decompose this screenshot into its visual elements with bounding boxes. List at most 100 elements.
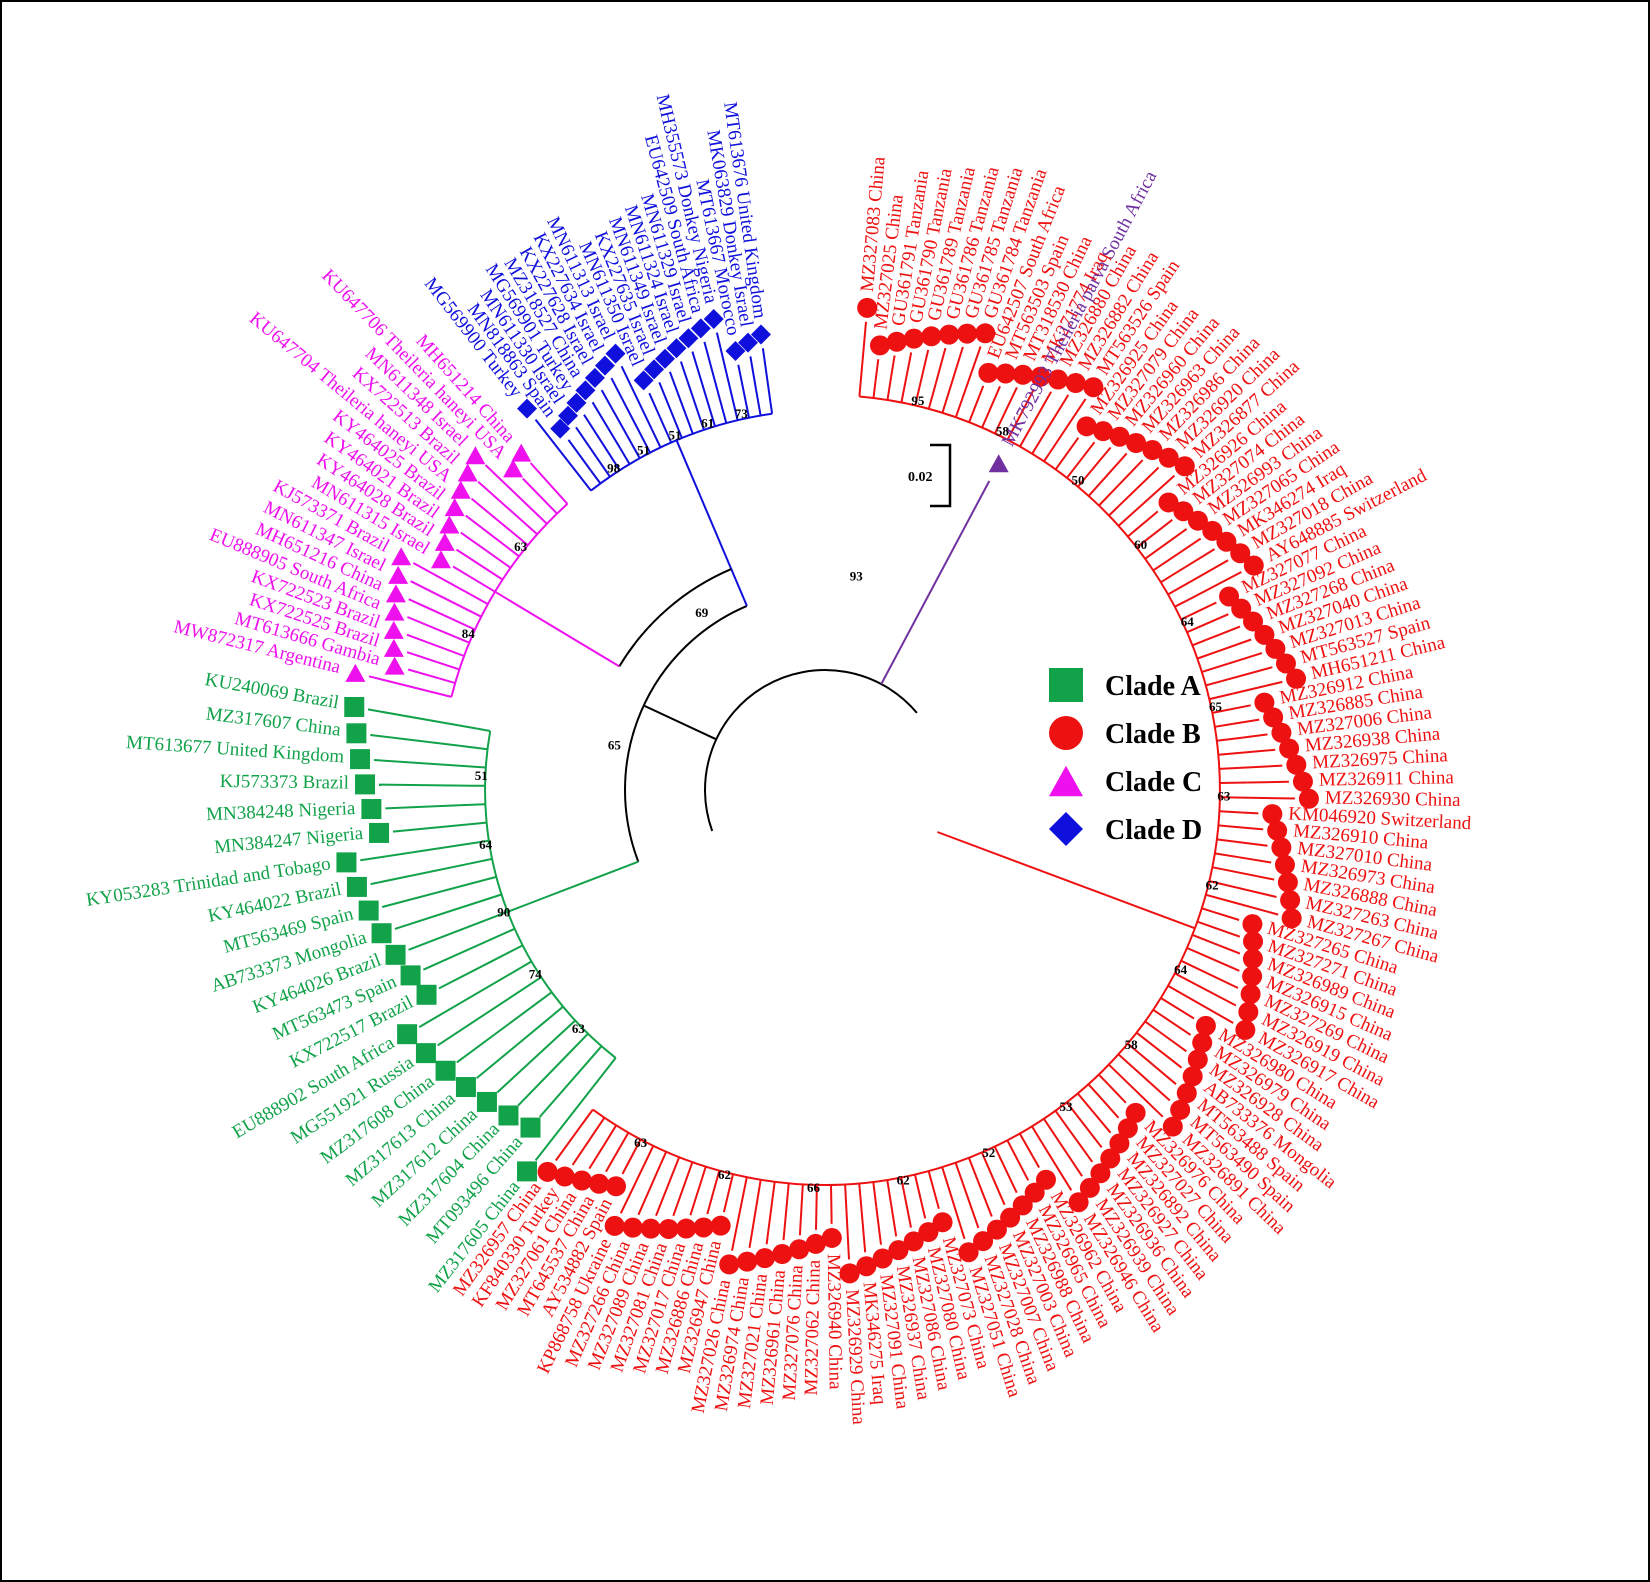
clade-b-marker bbox=[1235, 1019, 1256, 1040]
tip-branch bbox=[722, 1191, 730, 1213]
clade-b-marker bbox=[888, 1240, 909, 1261]
clade-b-marker bbox=[1280, 890, 1301, 911]
clade-b-marker bbox=[1279, 738, 1300, 759]
clade-b-stem bbox=[1105, 894, 1196, 930]
clade-b-marker bbox=[1024, 1182, 1045, 1203]
clade-b-marker bbox=[1216, 531, 1237, 552]
tip-branch bbox=[1219, 810, 1242, 814]
clade-a-stem bbox=[507, 896, 546, 913]
bootstrap-value: 64 bbox=[479, 837, 493, 852]
tip-branch bbox=[1222, 868, 1275, 881]
clade-d-marker bbox=[690, 318, 711, 339]
clade-d-marker bbox=[517, 398, 538, 419]
tip-branch bbox=[1160, 997, 1195, 1020]
tip-branch bbox=[436, 660, 460, 671]
tip-branch bbox=[470, 576, 496, 593]
bootstrap-value: 63 bbox=[572, 1021, 586, 1036]
clade-c-root-branch bbox=[567, 634, 620, 668]
clade-b-marker bbox=[1192, 1032, 1213, 1053]
tip-branch bbox=[1031, 1155, 1040, 1168]
tip-branch bbox=[439, 677, 456, 685]
tip-branch bbox=[1161, 537, 1202, 566]
legend-label: Clade A bbox=[1105, 671, 1201, 702]
tip-branch bbox=[1239, 764, 1283, 769]
tip-branch bbox=[844, 1184, 850, 1260]
tip-branch bbox=[1214, 852, 1239, 859]
tip-branch bbox=[476, 1017, 550, 1079]
tip-branch bbox=[438, 957, 499, 990]
bootstrap-value: 63 bbox=[1217, 789, 1231, 804]
tip-branch bbox=[1160, 571, 1177, 584]
clade-b-marker bbox=[1173, 501, 1194, 522]
clade-d-marker bbox=[584, 367, 605, 388]
tip-branch bbox=[1043, 452, 1051, 462]
tip-branch bbox=[890, 355, 896, 377]
clade-b-marker bbox=[1292, 771, 1313, 792]
tip-branch bbox=[1068, 1129, 1094, 1163]
tip-branch bbox=[900, 1177, 905, 1188]
tip-branch bbox=[1019, 391, 1052, 447]
clade-b-marker bbox=[589, 1173, 610, 1194]
clade-b-marker bbox=[921, 326, 942, 347]
clade-b-marker bbox=[1158, 492, 1179, 513]
tip-branch bbox=[1043, 1118, 1083, 1177]
legend-triangle-icon bbox=[1049, 765, 1083, 797]
bootstrap-value: 62 bbox=[718, 1167, 731, 1182]
tip-branch bbox=[1180, 959, 1239, 989]
tip-branch bbox=[668, 371, 687, 414]
tip-branch bbox=[941, 1166, 946, 1176]
tip-branch bbox=[1205, 680, 1222, 687]
tip-branch bbox=[1107, 1084, 1127, 1104]
tip-branch bbox=[886, 1179, 898, 1237]
tip-branch bbox=[1136, 536, 1151, 549]
clade-b-marker bbox=[903, 328, 924, 349]
tip-branch bbox=[476, 727, 491, 732]
clade-b-marker bbox=[1109, 1133, 1130, 1154]
tip-branch bbox=[1219, 796, 1295, 800]
tip-branch bbox=[1219, 781, 1248, 784]
clade-a-marker bbox=[358, 900, 379, 921]
tip-branch bbox=[522, 477, 558, 515]
clade-d-marker bbox=[703, 308, 724, 329]
clade-b-marker bbox=[1109, 426, 1130, 447]
tip-branch bbox=[1197, 650, 1219, 660]
tip-branch bbox=[1108, 1063, 1164, 1118]
tip-branch bbox=[1043, 394, 1070, 434]
tip-branch bbox=[918, 349, 930, 389]
tip-branch bbox=[1192, 639, 1206, 647]
bootstrap-value: 50 bbox=[1072, 472, 1085, 487]
tip-branch bbox=[567, 439, 592, 472]
tip-branch bbox=[373, 759, 486, 769]
tip-branch bbox=[648, 392, 661, 418]
tip-branch bbox=[1117, 474, 1176, 527]
clade-b-marker bbox=[1079, 1177, 1100, 1198]
legend-label: Clade C bbox=[1105, 767, 1202, 798]
tip-branch bbox=[1216, 838, 1268, 847]
tip-branch bbox=[1226, 825, 1264, 831]
tip-branch bbox=[619, 448, 631, 465]
clade-b-marker bbox=[978, 362, 999, 383]
tip-branch bbox=[872, 1181, 878, 1208]
clade-b-marker bbox=[537, 1161, 558, 1182]
tip-branch bbox=[459, 803, 486, 807]
tip-branch bbox=[672, 1180, 687, 1217]
tip-branch bbox=[385, 804, 460, 810]
clade-b-marker bbox=[957, 323, 978, 344]
legend-square-icon bbox=[1049, 668, 1083, 702]
tip-branch bbox=[743, 1177, 748, 1188]
tip-branch bbox=[407, 668, 441, 680]
tip-branch bbox=[1098, 1074, 1110, 1086]
tip-branch bbox=[1040, 1141, 1073, 1191]
tip-branch bbox=[658, 416, 673, 443]
clade-b-marker bbox=[1286, 754, 1307, 775]
legend-circle-icon bbox=[1049, 716, 1083, 750]
clade-b-marker bbox=[872, 1248, 893, 1269]
tip-branch bbox=[914, 387, 921, 406]
backbone-branch bbox=[643, 704, 717, 741]
tip-branch bbox=[927, 1170, 940, 1210]
tip-branch bbox=[493, 893, 502, 898]
clade-c-marker bbox=[383, 620, 404, 639]
clade-b-marker bbox=[1093, 421, 1114, 442]
